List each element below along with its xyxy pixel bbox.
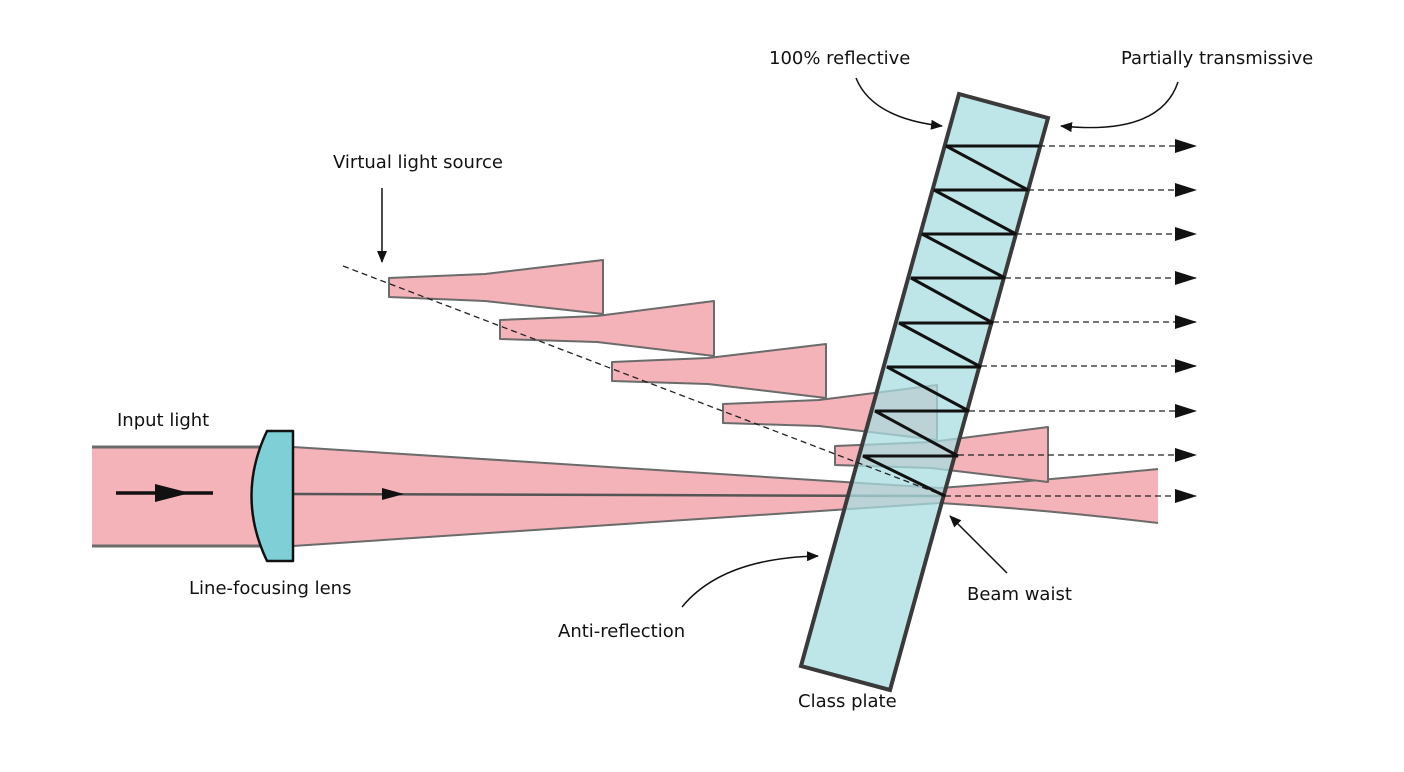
output-rays <box>945 139 1197 503</box>
lens-label: Line-focusing lens <box>189 578 351 599</box>
central-ray-arrow <box>382 488 404 500</box>
virtual-source-label: Virtual light source <box>333 152 503 173</box>
anti-reflection-pointer <box>681 551 819 608</box>
virtual-beam-3 <box>611 343 827 399</box>
beam-waist-label: Beam waist <box>967 584 1072 605</box>
virtual-beam-2 <box>499 300 715 357</box>
plate-label: Class plate <box>798 691 897 712</box>
focusing-lens <box>250 429 295 563</box>
input-light-label: Input light <box>117 410 209 431</box>
glass-plate <box>798 91 1051 693</box>
beam-waist-pointer <box>949 515 1008 574</box>
input-beam <box>92 447 277 546</box>
virtual-beam-1 <box>388 259 604 315</box>
virtual-source-line <box>342 265 946 497</box>
transmissive-pointer <box>1060 81 1179 133</box>
converging-beam-lower-edge <box>292 501 1159 547</box>
transmissive-label: Partially transmissive <box>1121 48 1313 69</box>
input-arrow-head <box>155 484 190 502</box>
internal-reflections <box>862 144 1039 498</box>
anti-reflection-label: Anti-reflection <box>558 621 685 642</box>
reflective-label: 100% reflective <box>769 48 910 69</box>
reflective-pointer <box>855 77 943 130</box>
